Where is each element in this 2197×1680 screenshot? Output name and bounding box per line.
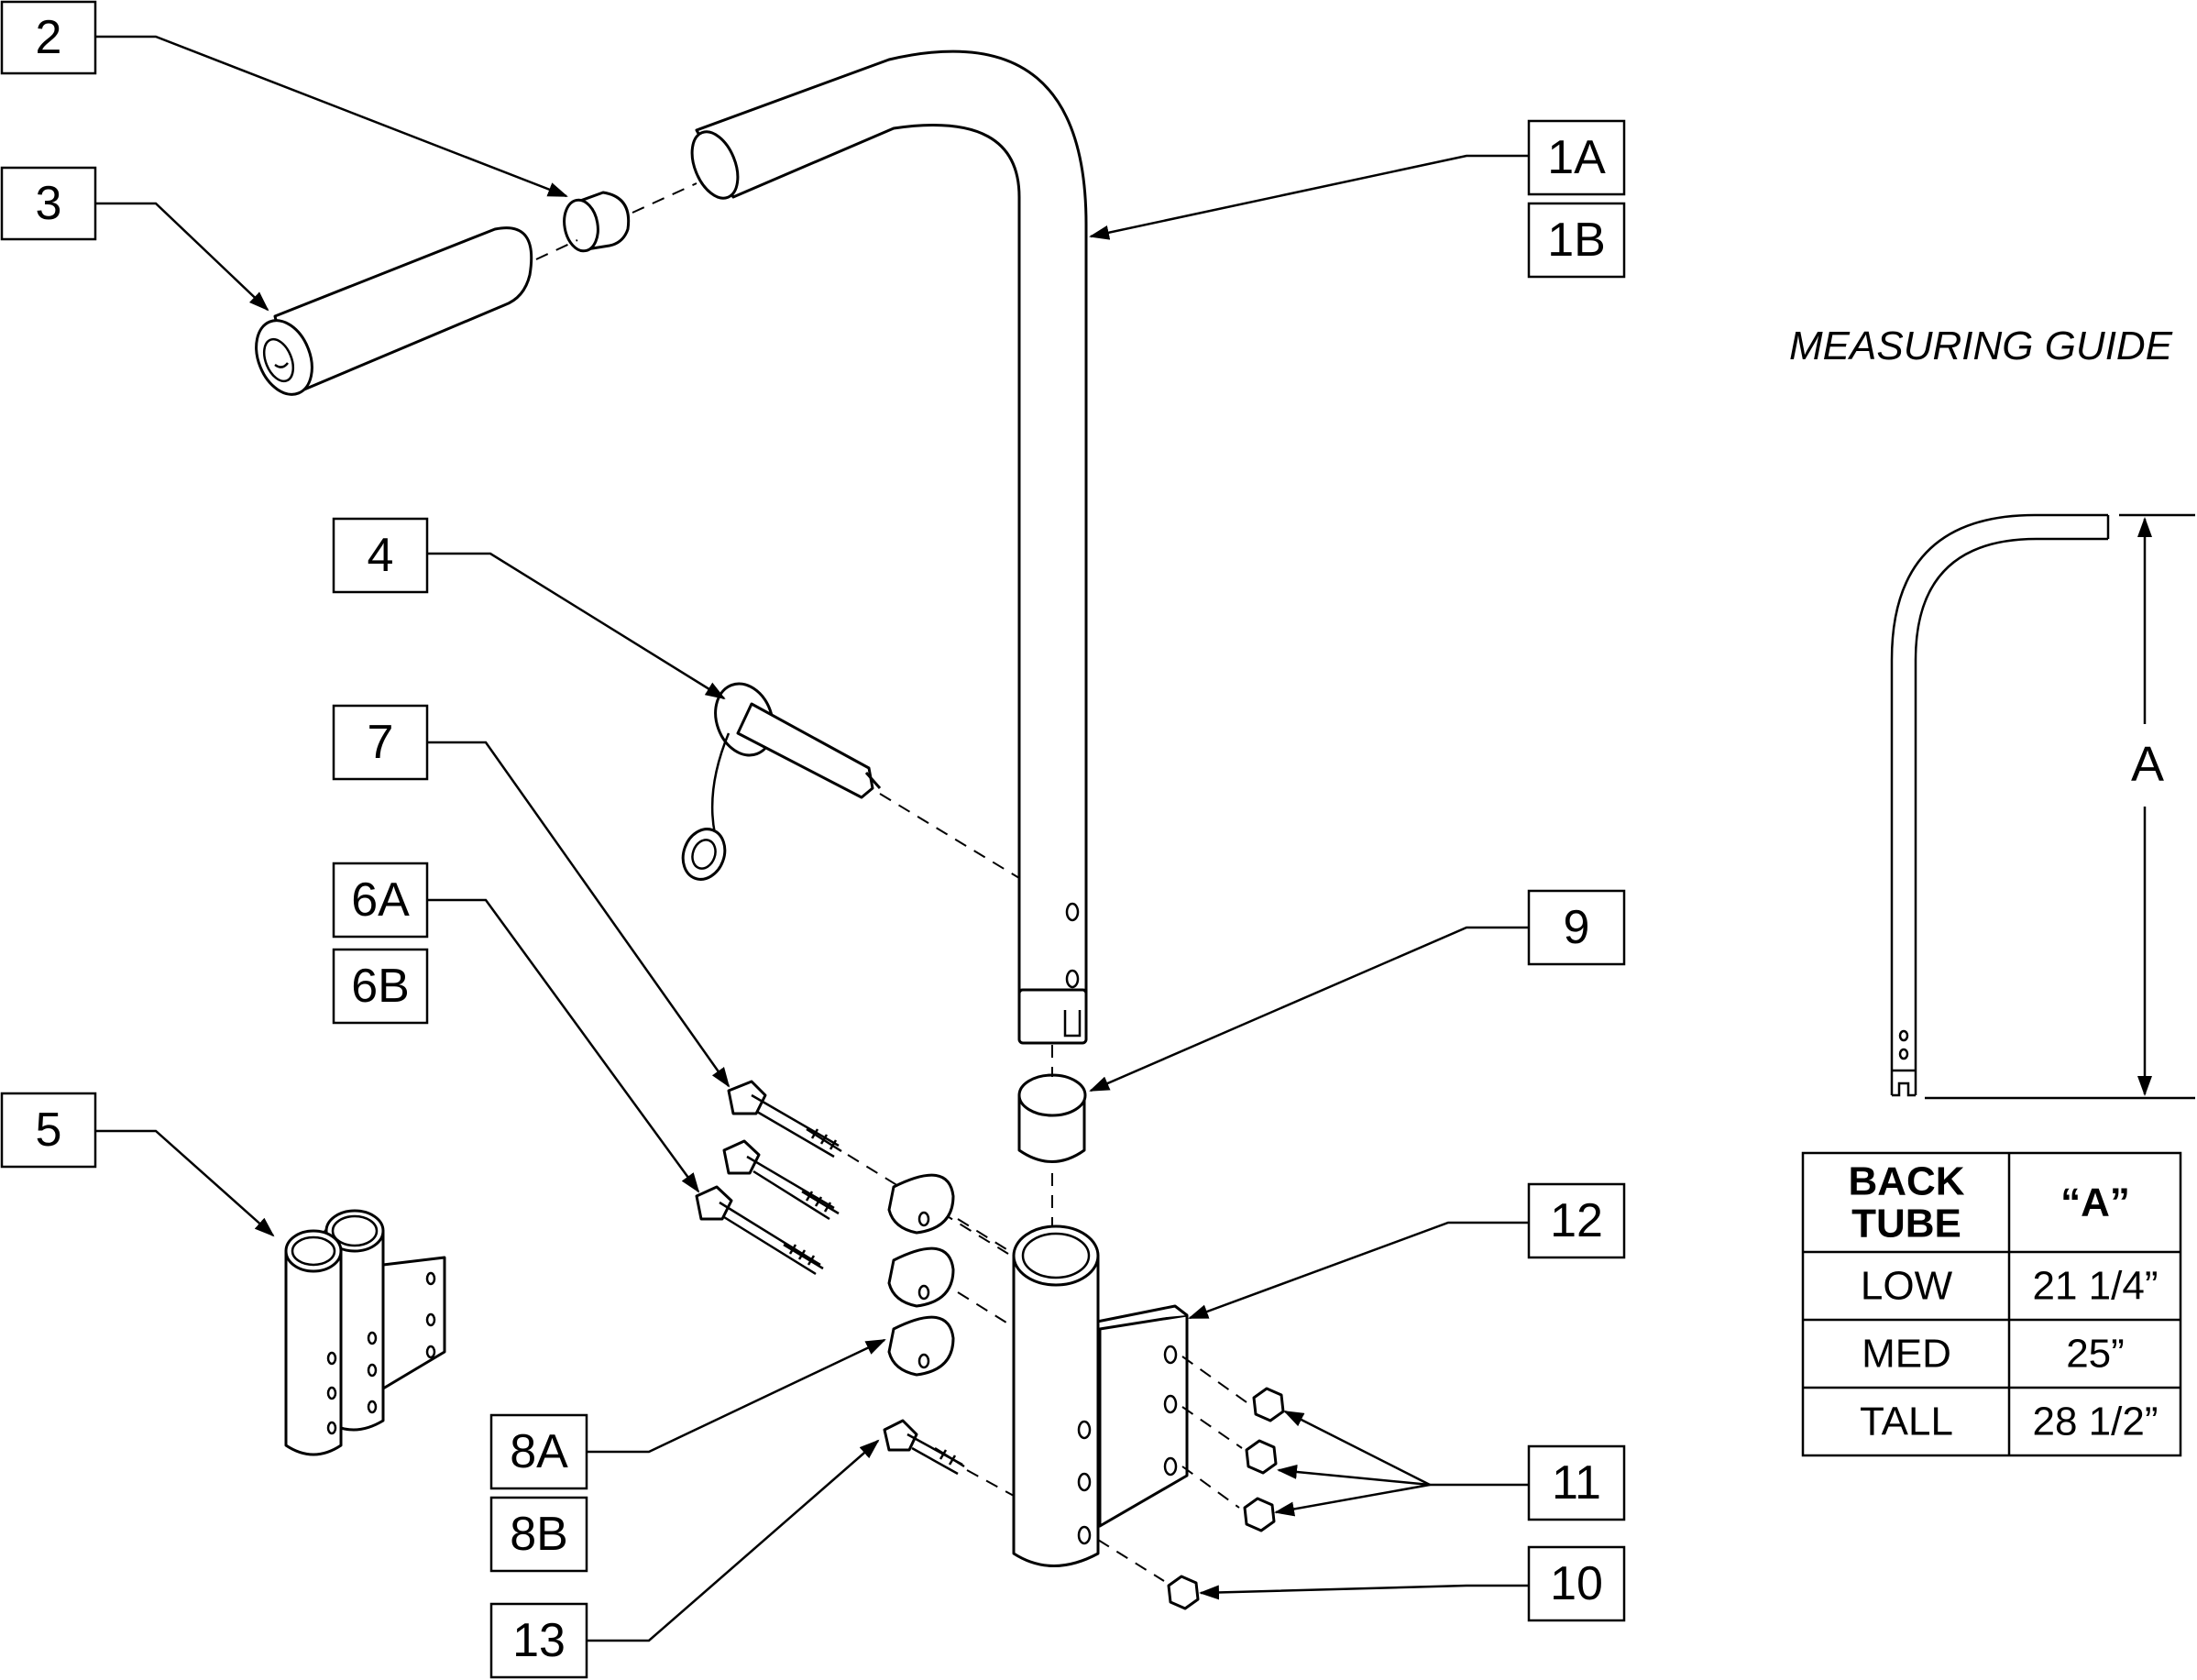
receiver-clamp-part	[1012, 1224, 1189, 1567]
svg-text:12: 12	[1550, 1194, 1603, 1247]
table-cell-tube: TALL	[1860, 1400, 1953, 1444]
callout-13: 13	[489, 1602, 588, 1679]
grip-part	[255, 226, 533, 396]
callout-11: 11	[1527, 1444, 1626, 1521]
callout-6b: 6B	[332, 948, 429, 1025]
callout-5: 5	[0, 1092, 97, 1169]
nut-parts	[1167, 1387, 1285, 1610]
callout-6a: 6A	[332, 862, 429, 939]
svg-text:10: 10	[1550, 1557, 1603, 1610]
callout-1a: 1A	[1527, 119, 1626, 196]
release-pin-part	[681, 682, 882, 881]
svg-text:5: 5	[36, 1104, 62, 1157]
svg-text:7: 7	[368, 716, 394, 769]
callout-8b: 8B	[489, 1496, 588, 1573]
svg-text:8B: 8B	[510, 1508, 568, 1561]
svg-text:6A: 6A	[351, 873, 410, 927]
callout-8a: 8A	[489, 1413, 588, 1490]
bolt-part-7	[727, 1080, 842, 1158]
svg-text:9: 9	[1564, 901, 1590, 954]
callout-3: 3	[0, 166, 97, 241]
bolt-part-13	[883, 1419, 965, 1476]
svg-text:13: 13	[512, 1614, 566, 1667]
table-header-tube: TUBE	[1851, 1202, 1961, 1246]
bushing-part	[1017, 1073, 1087, 1163]
table-cell-a: 25”	[2066, 1332, 2125, 1377]
guide-tube-outline	[1890, 513, 2110, 1097]
svg-text:8A: 8A	[510, 1425, 568, 1478]
bolt-part-6	[695, 1139, 840, 1276]
callout-9: 9	[1527, 889, 1626, 966]
table-header-back: BACK	[1848, 1159, 1964, 1204]
back-tube-table: BACK TUBE “A” LOW 21 1/4” MED 25” TALL 2…	[1801, 1151, 2182, 1457]
callout-2: 2	[0, 0, 97, 75]
cone-spacer-parts	[887, 1173, 955, 1377]
dimension-a: A	[1925, 513, 2195, 1100]
callout-10: 10	[1527, 1545, 1626, 1622]
svg-text:6B: 6B	[351, 960, 410, 1013]
svg-text:11: 11	[1552, 1456, 1601, 1510]
receiver-assembly-part	[284, 1209, 446, 1456]
callout-1b: 1B	[1527, 202, 1626, 279]
table-cell-tube: LOW	[1861, 1264, 1953, 1309]
callout-7: 7	[332, 704, 429, 781]
measuring-guide-title: MEASURING GUIDE	[1789, 324, 2173, 368]
table-cell-tube: MED	[1862, 1332, 1951, 1377]
svg-text:1A: 1A	[1547, 131, 1606, 184]
end-plug-part	[563, 191, 631, 253]
svg-text:A: A	[2131, 737, 2164, 792]
table-cell-a: 21 1/4”	[2033, 1264, 2159, 1309]
svg-text:3: 3	[36, 177, 62, 230]
svg-text:2: 2	[36, 11, 62, 64]
svg-text:4: 4	[368, 529, 394, 582]
svg-text:1B: 1B	[1547, 214, 1606, 267]
back-tube-part	[690, 49, 1088, 1045]
table-cell-a: 28 1/2”	[2033, 1400, 2159, 1444]
callout-4: 4	[332, 517, 429, 594]
callout-12: 12	[1527, 1182, 1626, 1259]
table-header-a: “A”	[2060, 1180, 2130, 1225]
